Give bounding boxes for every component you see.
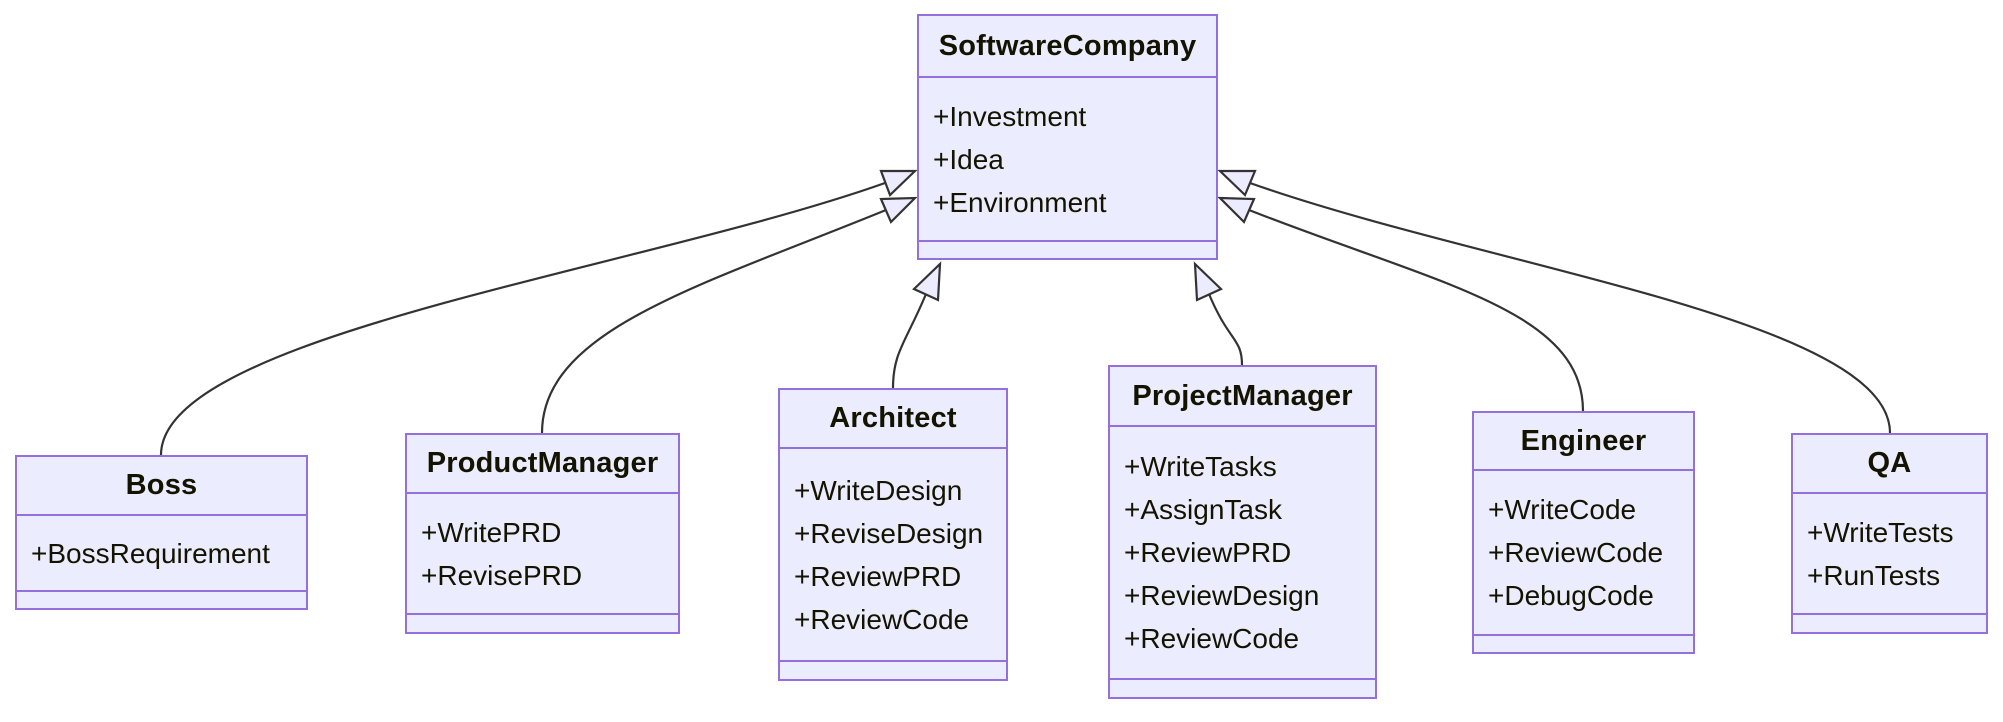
class-member: +ReviewCode	[794, 603, 970, 635]
edge-architect-to-softwarecompany	[891, 293, 928, 389]
class-member: +ReviewPRD	[794, 560, 962, 592]
class-productmanager: ProductManager +WritePRD +RevisePRD	[405, 433, 680, 634]
class-engineer: Engineer +WriteCode +ReviewCode +DebugCo…	[1472, 411, 1695, 654]
class-member: +ReviewDesign	[1124, 580, 1320, 611]
edge-projectmanager-to-softwarecompany	[1207, 293, 1244, 366]
class-members: +WriteTests +RunTests	[1793, 492, 1986, 613]
edge-boss-to-softwarecompany	[159, 181, 886, 456]
class-title: Boss	[125, 469, 198, 501]
inheritance-arrowhead-architect	[912, 261, 942, 302]
inheritance-arrowhead-boss	[879, 169, 918, 197]
class-members: +Investment +Idea +Environment	[919, 76, 1216, 240]
inheritance-arrowhead-projectmanager	[1193, 261, 1223, 302]
edge-qa-to-softwarecompany	[1249, 181, 1892, 434]
class-title: ProductManager	[426, 447, 659, 479]
class-boss: Boss +BossRequirement	[15, 455, 308, 610]
class-member: +Investment	[933, 100, 1087, 132]
class-methods-empty	[1474, 634, 1693, 652]
class-member: +ReviewCode	[1124, 623, 1300, 654]
class-title: QA	[1867, 447, 1912, 479]
class-member: +Environment	[933, 186, 1107, 218]
class-member: +WriteCode	[1488, 494, 1637, 525]
class-projectmanager: ProjectManager +WriteTasks +AssignTask +…	[1108, 365, 1377, 699]
class-member: +ReviewPRD	[1124, 537, 1292, 568]
class-member: +AssignTask	[1124, 494, 1282, 525]
class-member: +WriteTests	[1807, 516, 1954, 548]
class-members: +BossRequirement	[17, 514, 306, 590]
class-softwarecompany: SoftwareCompany +Investment +Idea +Envir…	[917, 14, 1218, 260]
class-member: +ReviewCode	[1488, 537, 1664, 568]
class-member: +WriteTasks	[1124, 451, 1277, 482]
class-members: +WritePRD +RevisePRD	[407, 492, 678, 613]
class-members: +WriteCode +ReviewCode +DebugCode	[1474, 469, 1693, 634]
inheritance-arrowhead-productmanager	[879, 196, 918, 224]
edge-productmanager-to-softwarecompany	[540, 208, 887, 434]
class-member: +RunTests	[1807, 559, 1941, 591]
class-qa: QA +WriteTests +RunTests	[1791, 433, 1988, 634]
class-methods-empty	[407, 613, 678, 632]
class-member: +WriteDesign	[794, 474, 963, 506]
class-member: +Idea	[933, 143, 1004, 175]
class-member: +BossRequirement	[31, 537, 270, 569]
inheritance-arrowhead-engineer	[1217, 196, 1256, 224]
inheritance-arrowhead-qa	[1217, 169, 1257, 197]
class-member: +ReviseDesign	[794, 517, 984, 549]
class-title: SoftwareCompany	[938, 29, 1197, 62]
class-title: Architect	[829, 402, 957, 434]
class-members: +WriteTasks +AssignTask +ReviewPRD +Revi…	[1110, 425, 1375, 678]
class-architect: Architect +WriteDesign +ReviseDesign +Re…	[778, 388, 1008, 681]
class-title: Engineer	[1520, 424, 1647, 457]
class-methods-empty	[780, 660, 1006, 679]
class-member: +RevisePRD	[421, 559, 583, 591]
class-member: +DebugCode	[1488, 580, 1654, 611]
class-member: +WritePRD	[421, 516, 562, 548]
class-members: +WriteDesign +ReviseDesign +ReviewPRD +R…	[780, 447, 1006, 660]
class-methods-empty	[919, 240, 1216, 258]
class-methods-empty	[1793, 613, 1986, 632]
class-title: ProjectManager	[1132, 379, 1353, 412]
class-methods-empty	[17, 590, 306, 608]
class-methods-empty	[1110, 678, 1375, 697]
edge-engineer-to-softwarecompany	[1248, 208, 1585, 412]
